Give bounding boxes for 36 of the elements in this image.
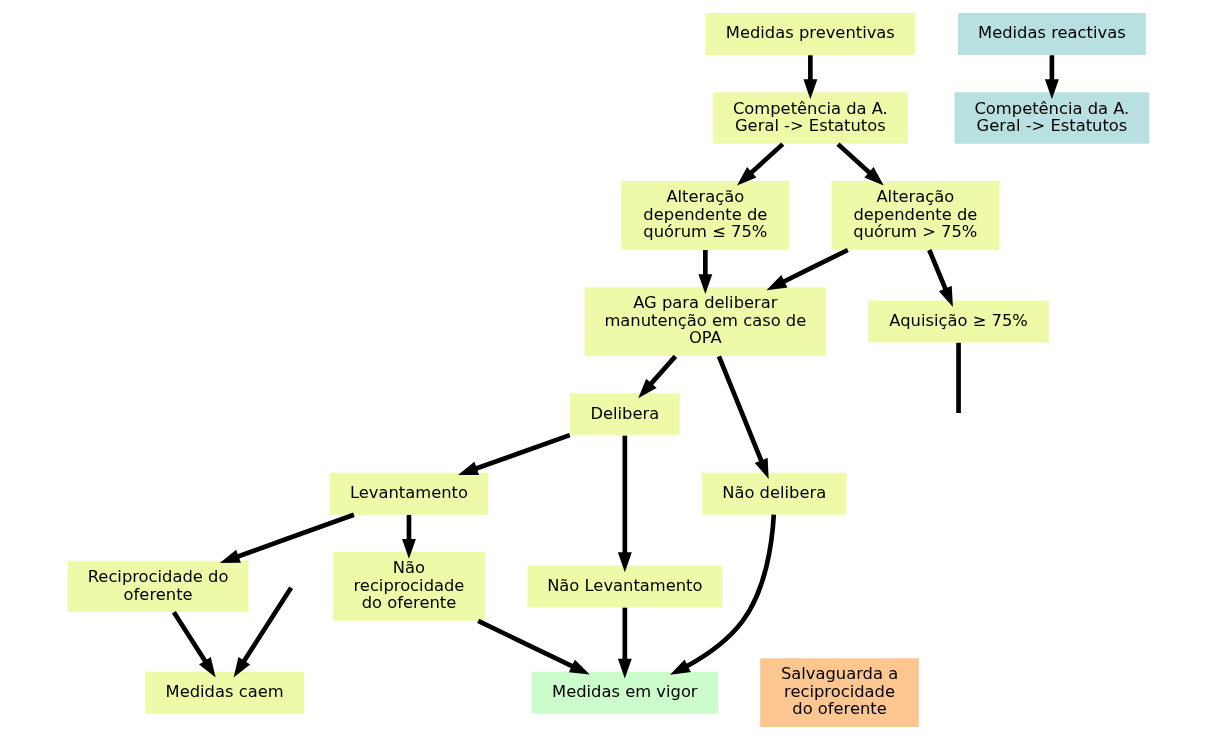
node-box: Alteração dependente de quórum > 75% [831, 180, 1000, 250]
node-box: Alteração dependente de quórum ≤ 75% [621, 180, 790, 250]
arrow [803, 55, 818, 100]
arrow [1044, 55, 1059, 100]
node-box: Salvaguarda a reciprocidade do oferente [760, 658, 919, 728]
connector [956, 342, 961, 414]
arrow [402, 514, 416, 559]
node-box: Aquisição ≥ 75% [868, 300, 1049, 343]
arrow [617, 435, 632, 573]
node-box: Competência da A. Geral -> Estatutos [954, 92, 1150, 144]
arrow [927, 249, 953, 307]
node-box: Medidas preventivas [705, 12, 916, 55]
node-box: Reciprocidade do oferente [67, 560, 249, 613]
node-box: Medidas em vigor [531, 671, 719, 714]
node-box: Levantamento [329, 472, 489, 515]
arrow [219, 512, 355, 564]
arrow [836, 142, 884, 186]
node-box: Medidas reactivas [957, 12, 1146, 55]
node-box: Não delibera [701, 472, 847, 515]
arrow [477, 618, 590, 675]
arrow [458, 432, 571, 476]
arrow [698, 250, 713, 295]
arrow [638, 354, 678, 399]
arrow [716, 355, 769, 479]
node-box: Delibera [570, 393, 680, 436]
node-box: Não reciprocidade do oferente [333, 552, 485, 621]
node-box: Medidas caem [145, 671, 304, 714]
arrow [233, 586, 294, 678]
arrow [617, 607, 632, 679]
node-box: Competência da A. Geral -> Estatutos [712, 92, 908, 144]
arrow [766, 247, 849, 291]
node-box: AG para deliberar manutenção em caso de OPA [584, 287, 827, 356]
arrow [670, 514, 777, 675]
node-box: Não Levantamento [527, 565, 723, 608]
arrow [171, 610, 216, 678]
arrow [737, 142, 785, 186]
